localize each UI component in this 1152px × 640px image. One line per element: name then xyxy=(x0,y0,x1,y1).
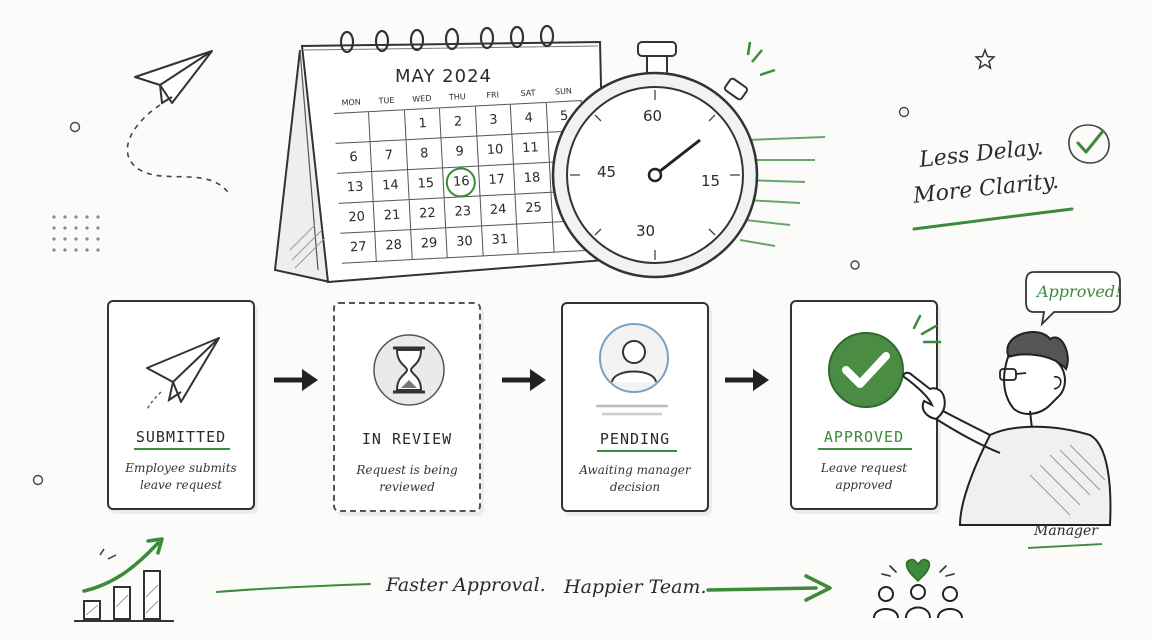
calendar-day: 9 xyxy=(441,136,479,169)
calendar-day: 20 xyxy=(338,201,376,234)
calendar-day: 27 xyxy=(340,231,378,264)
step-status: SUBMITTED xyxy=(135,428,227,446)
step-description-line-1: Awaiting manager xyxy=(579,463,691,477)
stopwatch-label-15: 15 xyxy=(701,172,721,190)
calendar-day: 3 xyxy=(475,104,513,137)
arrow-right-green-icon xyxy=(706,574,832,602)
sparkle-lines-icon xyxy=(912,314,942,344)
calendar-day: 4 xyxy=(510,102,548,135)
calendar-weekday: TUE xyxy=(368,90,405,113)
paper-plane-icon xyxy=(146,337,220,411)
calendar-day: 2 xyxy=(440,106,478,139)
calendar-day: 1 xyxy=(404,108,442,141)
manager-label: Manager xyxy=(1034,523,1098,539)
speech-bubble-text: Approved! xyxy=(1037,282,1122,301)
check-circle-icon xyxy=(1068,124,1110,164)
calendar-weekday: THU xyxy=(439,86,476,109)
calendar-day: 23 xyxy=(444,196,482,229)
calendar-day: 7 xyxy=(370,140,408,173)
calendar-day: 14 xyxy=(372,170,410,202)
step-description-line-1: Request is being xyxy=(356,463,458,477)
step-description-line-2: decision xyxy=(609,480,661,494)
step-description: Request is being reviewed xyxy=(345,462,469,496)
status-underline xyxy=(818,448,912,450)
stopwatch-label-30: 30 xyxy=(636,222,656,240)
circle-decoration xyxy=(32,474,44,486)
tagline-underline xyxy=(912,207,1074,231)
calendar-day: 18 xyxy=(514,162,552,195)
circle-decoration xyxy=(69,121,81,133)
step-card-approved: APPROVED Leave request approved xyxy=(790,300,942,510)
tagline-line-2: More Clarity. xyxy=(912,168,1060,209)
calendar-day: 22 xyxy=(409,198,447,231)
happy-team-icon xyxy=(873,558,963,619)
step-description: Awaiting manager decision xyxy=(573,462,697,496)
calendar-weekday: SAT xyxy=(509,82,547,105)
status-underline xyxy=(134,448,230,450)
hourglass-icon xyxy=(373,334,445,406)
footer-text-happier-team: Happier Team. xyxy=(564,576,707,598)
stopwatch-label-60: 60 xyxy=(643,107,663,125)
step-description-line-1: Employee submits xyxy=(125,461,237,475)
check-circle-icon xyxy=(828,332,904,408)
calendar-day: 11 xyxy=(512,132,550,165)
calendar-day: 17 xyxy=(478,164,516,197)
calendar-weekday: WED xyxy=(403,88,441,111)
calendar-day xyxy=(369,110,407,143)
arrow-right-icon xyxy=(274,369,318,391)
step-card-in-review: IN REVIEW Request is being reviewed xyxy=(333,302,481,512)
dot-grid-decoration xyxy=(52,215,100,252)
step-description-line-1: Leave request xyxy=(820,461,908,475)
calendar-day xyxy=(517,222,555,255)
user-icon xyxy=(596,323,669,416)
arrow-right-icon xyxy=(502,369,546,391)
calendar-grid: MONTUEWEDTHUFRISATSUN1234567891011121314… xyxy=(333,81,590,264)
calendar-day: 15 xyxy=(407,168,445,201)
footer-text-faster-approval: Faster Approval. xyxy=(386,574,546,596)
calendar-day: 28 xyxy=(375,230,413,262)
tagline-line-1: Less Delay. xyxy=(918,134,1045,173)
step-status: PENDING xyxy=(599,430,671,448)
calendar-day: 6 xyxy=(335,142,373,174)
manager-illustration xyxy=(902,331,1112,526)
calendar-weekday: MON xyxy=(333,92,370,114)
step-card-pending: PENDING Awaiting manager decision xyxy=(561,302,709,512)
arrow-right-icon xyxy=(725,369,769,391)
calendar-weekday: FRI xyxy=(474,84,511,107)
calendar-month-title: MAY 2024 xyxy=(395,66,492,87)
circle-decoration xyxy=(898,106,910,118)
calendar-day: 30 xyxy=(446,226,484,259)
circle-decoration xyxy=(850,260,860,270)
step-description-line-2: leave request xyxy=(139,478,223,492)
star-icon xyxy=(974,47,996,70)
calendar-day: 10 xyxy=(477,134,515,167)
calendar-day: 25 xyxy=(515,192,553,225)
calendar-day: 24 xyxy=(480,194,518,227)
calendar-day: 16 xyxy=(443,166,481,199)
step-status: IN REVIEW xyxy=(361,430,453,448)
calendar-day: 29 xyxy=(411,228,449,261)
footer-line-left xyxy=(216,583,371,593)
calendar-day xyxy=(334,112,371,144)
step-card-submitted: SUBMITTED Employee submits leave request xyxy=(107,300,255,510)
stopwatch-icon xyxy=(551,41,826,279)
step-description-line-2: approved xyxy=(835,478,893,492)
step-status: APPROVED xyxy=(823,428,905,446)
status-underline xyxy=(597,450,677,452)
step-description-line-2: reviewed xyxy=(379,480,435,494)
manager-label-underline xyxy=(1027,543,1103,549)
growth-chart-icon xyxy=(74,537,174,622)
step-description: Leave request approved xyxy=(802,460,926,494)
desk-calendar-illustration xyxy=(273,24,607,284)
calendar-day: 31 xyxy=(481,224,519,257)
stopwatch-label-45: 45 xyxy=(597,163,617,181)
calendar-day: 13 xyxy=(337,172,375,204)
speech-bubble xyxy=(1025,271,1121,327)
paper-plane-doodle-icon xyxy=(126,50,231,196)
calendar-day: 21 xyxy=(374,200,412,232)
calendar-day: 8 xyxy=(406,138,444,171)
step-description: Employee submits leave request xyxy=(119,460,243,494)
